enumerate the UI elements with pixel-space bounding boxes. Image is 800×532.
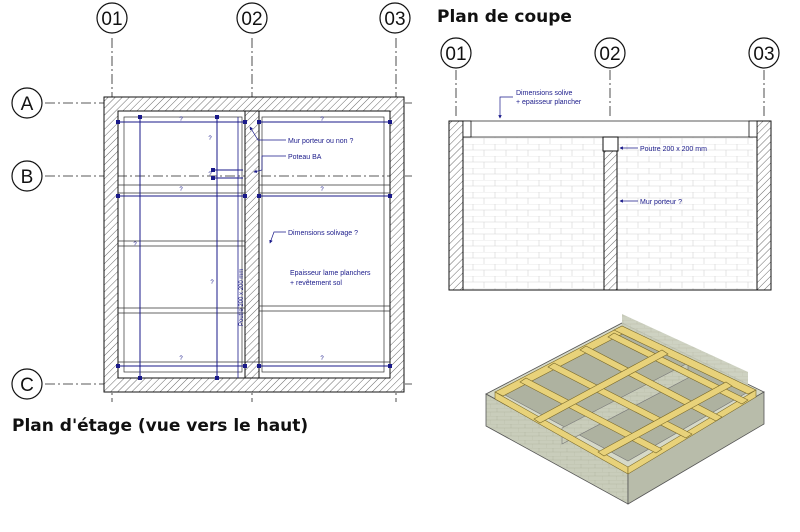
section-wall-center — [603, 136, 618, 291]
section-note-solive-line1: Dimensions solive — [516, 90, 573, 97]
section-brick-left — [463, 137, 604, 290]
dim-unknown-8: ? — [210, 280, 214, 286]
dim-unknown-4: ? — [320, 187, 324, 193]
note-epaisseur-line1: Epaisseur lame planchers — [290, 270, 371, 277]
slab-outlines — [118, 116, 390, 373]
section-plan: 01 02 03 Dimensions solive + epaisseur p… — [440, 37, 780, 291]
dim-unknown-1: ? — [179, 117, 183, 123]
section-note-mur-porteur: Mur porteur ? — [640, 199, 682, 206]
grid-column-03: 03 — [379, 2, 411, 34]
grid-column-02: 02 — [236, 2, 268, 34]
section-grid-label-02: 02 — [599, 44, 620, 65]
grid-label-c: C — [20, 375, 34, 396]
dimension-ticks — [116, 115, 392, 380]
grid-label-b: B — [21, 167, 34, 188]
section-note-poutre: Poutre 200 x 200 mm — [640, 146, 707, 153]
dim-unknown-10: ? — [208, 172, 212, 178]
dim-unknown-6: ? — [320, 356, 324, 362]
grid-lines — [45, 38, 412, 402]
grid-row-a: A — [11, 87, 43, 119]
section-brick-right — [617, 137, 753, 290]
section-grid-lines — [455, 70, 765, 118]
floor-plan-title: Plan d'étage (vue vers le haut) — [12, 416, 309, 436]
section-plan-title: Plan de coupe — [437, 7, 572, 27]
grid-row-b: B — [11, 160, 43, 192]
grid-label-01: 01 — [101, 9, 122, 30]
dim-unknown-2: ? — [320, 117, 324, 123]
section-joist-end-left — [462, 120, 472, 138]
grid-label-03: 03 — [384, 9, 405, 30]
section-grid-label-03: 03 — [753, 44, 774, 65]
grid-label-a: A — [21, 94, 34, 115]
section-beam — [602, 136, 619, 152]
dim-unknown-7: ? — [208, 136, 212, 142]
leader-lines — [249, 126, 286, 244]
exterior-wall — [103, 96, 405, 393]
grid-column-01: 01 — [96, 2, 128, 34]
dim-unknown-3: ? — [179, 187, 183, 193]
section-joist-end-right — [748, 120, 758, 138]
section-leaders — [498, 96, 638, 203]
grid-label-02: 02 — [241, 9, 262, 30]
section-grid-02: 02 — [594, 37, 626, 69]
beam-label-vertical: Poutre 200 x 200 mm — [239, 269, 245, 326]
note-mur-porteur: Mur porteur ou non ? — [288, 138, 353, 145]
section-note-solive-line2: + epaisseur plancher — [516, 99, 582, 106]
iso-joists — [494, 325, 757, 475]
note-epaisseur-line2: + revêtement sol — [290, 280, 342, 287]
dimension-lines — [118, 117, 390, 378]
section-wall-right — [756, 120, 772, 291]
section-wall-left — [448, 120, 464, 291]
grid-row-c: C — [11, 368, 43, 400]
section-grid-label-01: 01 — [445, 44, 466, 65]
dim-unknown-5: ? — [179, 356, 183, 362]
central-wall — [244, 110, 260, 379]
note-poteau: Poteau BA — [288, 154, 322, 161]
floor-plan: 01 02 03 A B C — [11, 2, 412, 402]
section-slab — [448, 120, 772, 138]
dim-unknown-9: ? — [133, 242, 137, 248]
section-grid-03: 03 — [748, 37, 780, 69]
section-grid-01: 01 — [440, 37, 472, 69]
note-dimensions-solivage: Dimensions solivage ? — [288, 230, 358, 237]
isometric-view — [485, 314, 765, 505]
